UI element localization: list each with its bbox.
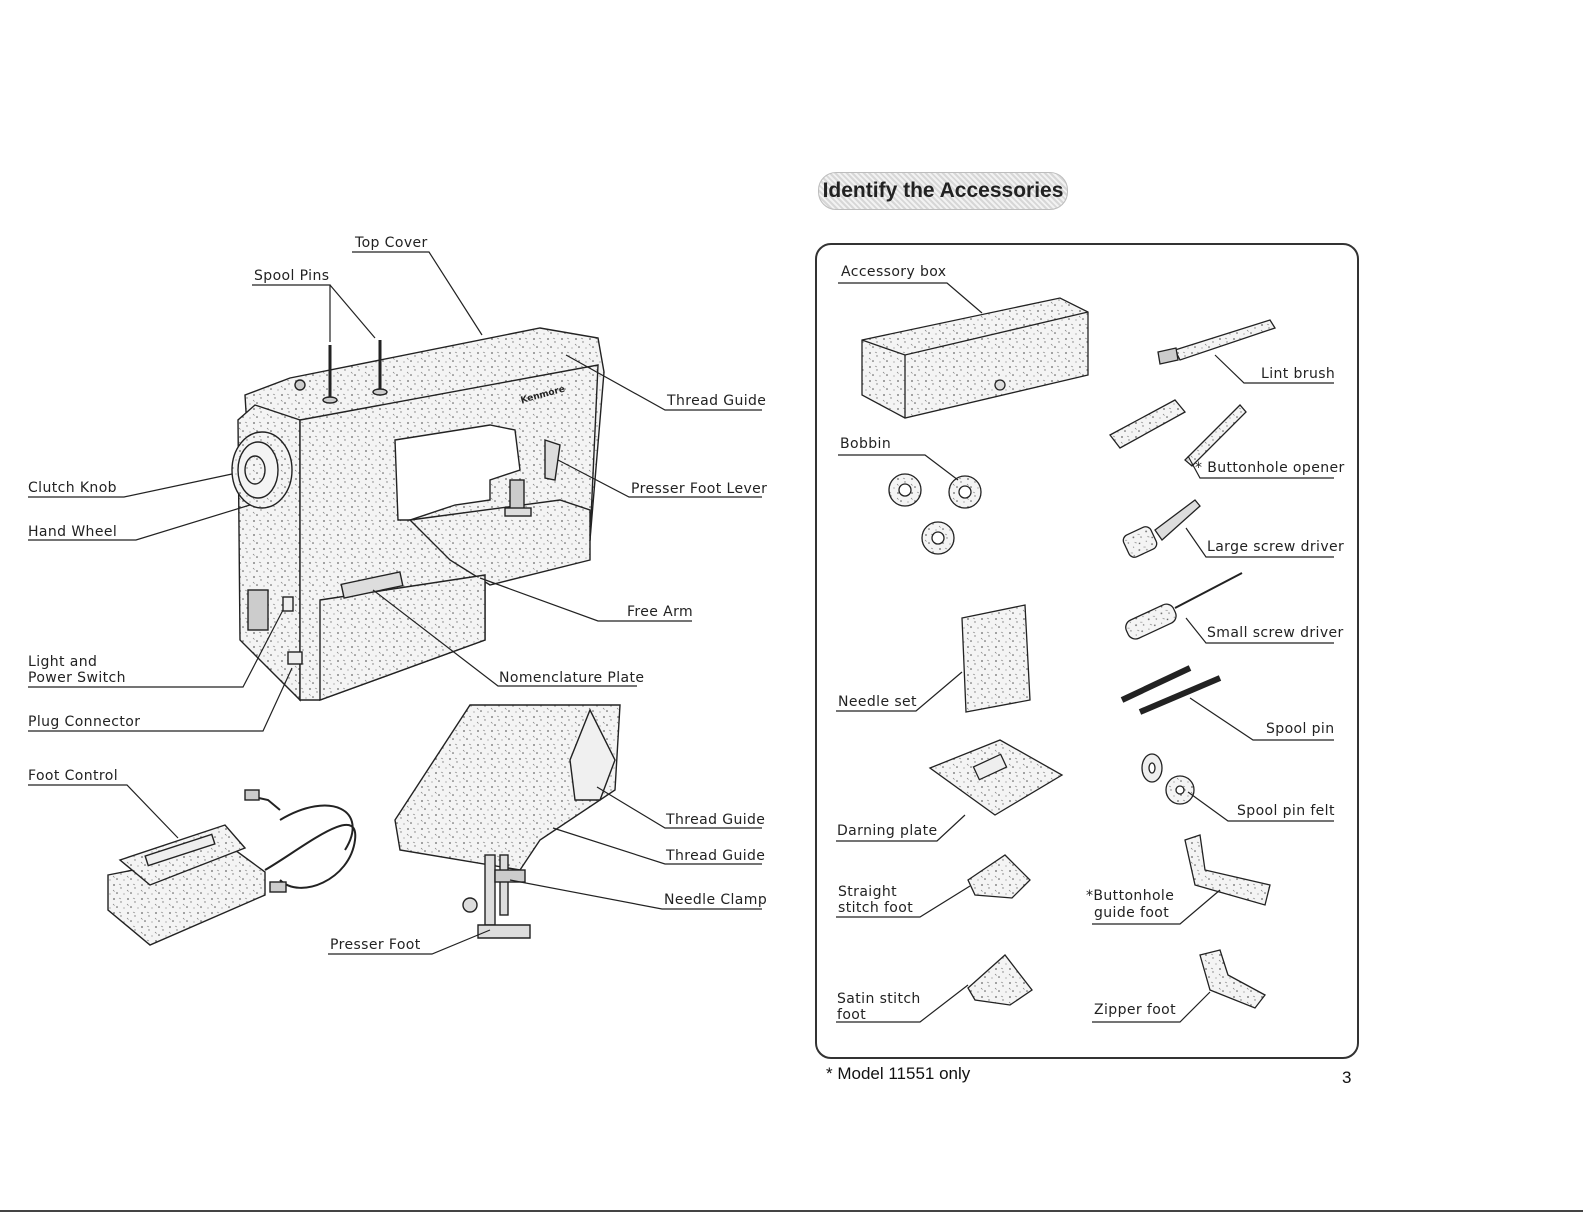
label-satin-stitch-foot-2: foot [837,1007,867,1023]
accessories-frame [815,243,1359,1059]
label-spool-pins: Spool Pins [254,268,330,284]
label-accessory-box: Accessory box [841,264,947,280]
label-straight-stitch-foot-2: stitch foot [838,900,914,916]
label-straight-stitch-foot-1: Straight [838,884,898,900]
label-small-screw-driver: Small screw driver [1207,625,1344,641]
label-lint-brush: Lint brush [1261,366,1336,382]
label-buttonhole-guide-foot-2: guide foot [1094,905,1170,921]
accessories-drawings [861,297,1276,1009]
sewing-machine-drawing: Kenmore [231,327,605,702]
label-buttonhole-guide-foot-1: *Buttonhole [1086,888,1175,904]
label-nomenclature-plate: Nomenclature Plate [499,670,645,686]
label-plug-connector: Plug Connector [28,714,141,730]
footnote: * Model 11551 only [826,1064,971,1083]
page-number: 3 [1342,1068,1352,1087]
label-thread-guide-top: Thread Guide [667,393,767,409]
label-presser-foot: Presser Foot [330,937,421,953]
foot-control-drawing [107,789,357,946]
label-zipper-foot: Zipper foot [1094,1002,1177,1018]
label-darning-plate: Darning plate [837,823,938,839]
label-foot-control: Foot Control [28,768,119,784]
label-light-and: Light and [28,654,98,670]
label-needle-set: Needle set [838,694,917,710]
label-presser-foot-lever: Presser Foot Lever [631,481,768,497]
label-needle-clamp: Needle Clamp [664,892,768,908]
label-power-switch: Power Switch [28,670,126,686]
label-satin-stitch-foot-1: Satin stitch [837,991,921,1007]
label-bobbin: Bobbin [840,436,892,452]
needle-closeup-drawing [394,704,621,939]
accessory-leader-lines [836,282,1334,1023]
label-thread-guide-2: Thread Guide [666,848,766,864]
label-top-cover: Top Cover [355,235,428,251]
label-spool-pin: Spool pin [1266,721,1335,737]
label-free-arm: Free Arm [627,604,694,620]
label-spool-pin-felt: Spool pin felt [1237,803,1335,819]
leader-lines [28,251,762,955]
label-clutch-knob: Clutch Knob [28,480,117,496]
bottom-rule [0,1210,1583,1212]
label-large-screw-driver: Large screw driver [1207,539,1345,555]
label-thread-guide-1: Thread Guide [666,812,766,828]
section-title: Identify the Accessories [818,172,1068,210]
label-buttonhole-opener: * Buttonhole opener [1195,460,1345,476]
label-hand-wheel: Hand Wheel [28,524,118,540]
